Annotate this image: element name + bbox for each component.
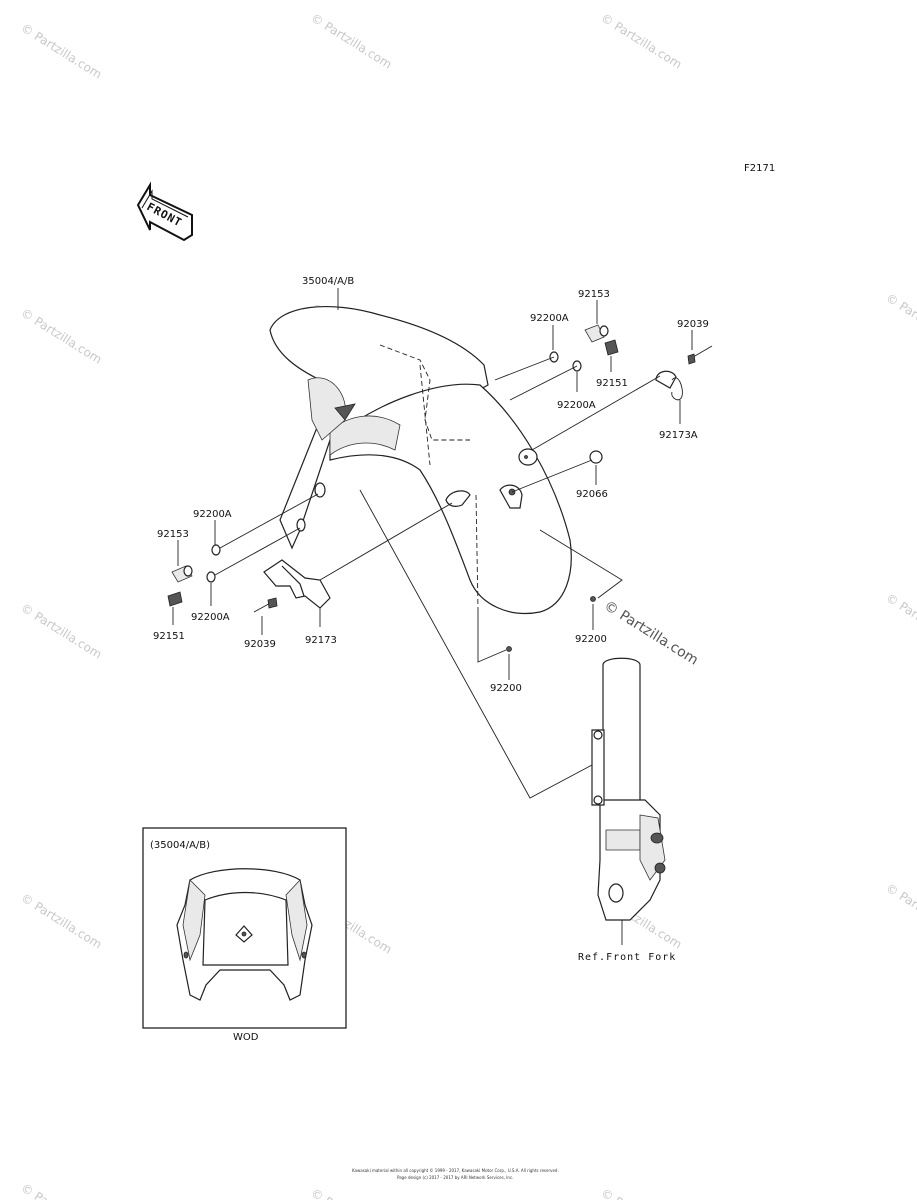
leader-lines [172,288,693,799]
footer-line-2: Page design (c) 2017 - 2017 by ARI Netwo… [397,1175,513,1180]
label-92039-left: 92039 [244,639,276,650]
label-92153-left: 92153 [157,529,189,540]
watermark: © Partzilla.com [18,1181,104,1200]
front-fork [591,657,666,945]
label-92200a-left-bottom: 92200A [191,612,230,623]
hardware-right [549,324,713,602]
label-92200a-right-bottom: 92200A [557,400,596,411]
watermark: © Partzilla.com [18,601,104,662]
diagram-code: F2171 [744,163,775,174]
label-92151-left: 92151 [153,631,185,642]
label-35004: 35004/A/B [302,276,354,287]
watermark: © Partzilla.com [308,11,394,72]
label-92200a-right-top: 92200A [530,313,569,324]
label-92173a: 92173A [659,430,698,441]
label-92200-center: 92200 [490,683,522,694]
label-92200a-left-top: 92200A [193,509,232,520]
inset-box: (35004/A/B) WOD [142,827,347,1043]
part-labels: 35004/A/B 92153 92200A 92039 92151 92200… [153,276,709,694]
footer-line-1: Kawasaki material within all copyright ©… [352,1168,559,1173]
ref-front-fork: Ref.Front Fork [578,952,676,963]
watermark: © Partzilla.com [883,591,917,652]
watermark: © Partzilla.com [883,291,917,352]
hardware-left [167,544,512,652]
inset-caption: WOD [233,1032,259,1043]
label-92066: 92066 [576,489,608,500]
label-92173: 92173 [305,635,337,646]
watermark: © Partzilla.com [598,1186,684,1200]
watermark: © Partzilla.com [598,11,684,72]
watermark: © Partzilla.com [18,891,104,952]
label-92039-right: 92039 [677,319,709,330]
watermark: © Partzilla.com [18,306,104,367]
front-direction-arrow: FRONT [136,181,193,242]
label-92200-right: 92200 [575,634,607,645]
inset-title: (35004/A/B) [150,840,210,851]
label-92151-right: 92151 [596,378,628,389]
watermark: © Partzilla.com [308,1186,394,1200]
front-fender [269,306,572,614]
watermark: © Partzilla.com [18,21,104,82]
watermark: © Partzilla.com [883,881,917,942]
label-92153-right: 92153 [578,289,610,300]
